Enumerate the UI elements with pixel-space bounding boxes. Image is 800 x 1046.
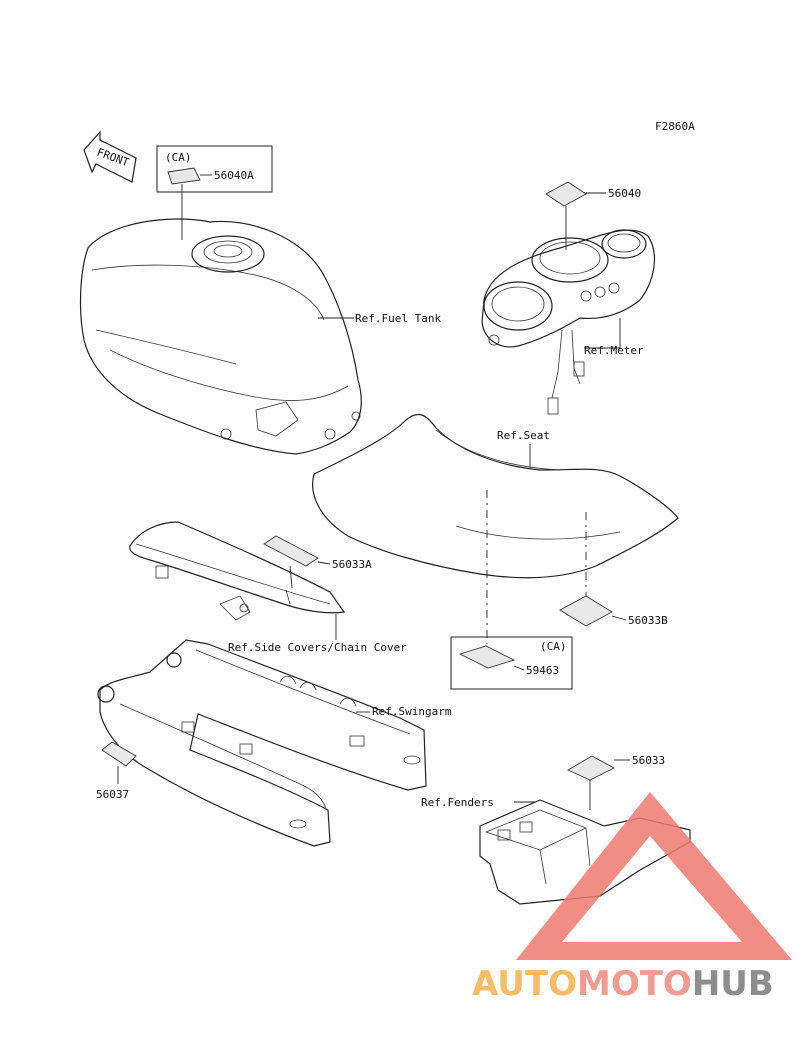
chain-cover: Ref.Side Covers/Chain Cover xyxy=(129,521,407,654)
decal-56033A xyxy=(263,535,319,567)
watermark-moto: MOTO xyxy=(577,964,692,1004)
decal-56033B xyxy=(559,595,613,627)
seat: Ref.Seat xyxy=(312,413,679,579)
front-arrow-icon: FRONT xyxy=(83,130,137,183)
watermark-triangle-icon xyxy=(516,792,792,960)
swingarm: Ref.Swingarm xyxy=(97,639,452,847)
decal-group-56037: 56037 xyxy=(96,741,137,801)
ca-tag: (CA) xyxy=(165,151,192,164)
part-56040: 56040 xyxy=(608,187,641,200)
decal-56040 xyxy=(545,181,587,207)
ref-side-covers: Ref.Side Covers/Chain Cover xyxy=(228,641,407,654)
ref-meter: Ref.Meter xyxy=(584,344,644,357)
part-59463: 59463 xyxy=(526,664,559,677)
decal-group-56033: 56033 xyxy=(567,754,665,810)
fuel-tank: Ref.Fuel Tank xyxy=(79,218,441,455)
diagram-code: F2860A xyxy=(655,120,695,133)
part-56033A: 56033A xyxy=(332,558,372,571)
decal-group-56040: 56040 xyxy=(545,181,641,250)
ca-box-56040A: (CA) 56040A xyxy=(156,145,273,240)
watermark-hub: HUB xyxy=(692,964,774,1004)
decal-56040A xyxy=(167,167,201,185)
ref-fuel-tank: Ref.Fuel Tank xyxy=(355,312,441,325)
decal-59463 xyxy=(458,645,516,669)
part-56033B: 56033B xyxy=(628,614,668,627)
decal-56037 xyxy=(101,741,137,767)
part-56040A: 56040A xyxy=(214,169,254,182)
watermark-auto: AUTO xyxy=(472,964,577,1004)
decal-56033 xyxy=(567,755,615,781)
decal-group-56033B: 56033B xyxy=(559,595,668,627)
ca-box-59463: (CA) 59463 xyxy=(450,636,573,690)
ref-swingarm: Ref.Swingarm xyxy=(372,705,452,718)
watermark-logo: AUTOMOTOHUB xyxy=(472,792,792,1004)
decal-group-56033A: 56033A xyxy=(263,535,372,589)
meter-cluster: Ref.Meter xyxy=(481,229,655,415)
part-56037: 56037 xyxy=(96,788,129,801)
svg-text:AUTOMOTOHUB: AUTOMOTOHUB xyxy=(472,964,774,1004)
part-56033: 56033 xyxy=(632,754,665,767)
fenders: Ref.Fenders xyxy=(421,796,691,905)
ref-fenders: Ref.Fenders xyxy=(421,796,494,809)
ref-seat: Ref.Seat xyxy=(497,429,550,442)
ca-tag-2: (CA) xyxy=(540,640,567,653)
